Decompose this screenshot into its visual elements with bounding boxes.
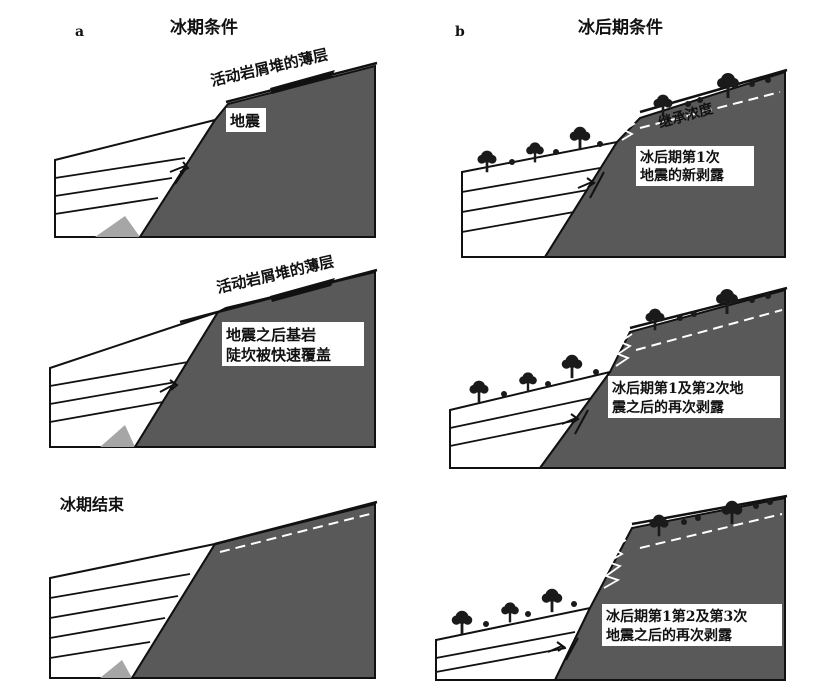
shrub-dots <box>501 293 771 397</box>
tree-icon <box>501 602 519 623</box>
shrub-dots <box>509 77 771 165</box>
panel-b2-box-line1: 冰后期第1及第2次地 <box>612 380 743 397</box>
label-box <box>602 604 782 646</box>
bedrock-block <box>130 502 376 679</box>
shrub-dots <box>483 499 773 627</box>
panel-b3-box-line1: 冰后期第1第2及第3次 <box>606 608 747 625</box>
label-box <box>222 322 364 366</box>
panel-b-letter: b <box>455 24 465 40</box>
panel-b1-block: 继承浓度 冰后期第1次 地震的新剥露 <box>461 68 788 258</box>
fault-slip-arrow <box>169 161 190 173</box>
panel-a2-box-line2: 陡坎被快速覆盖 <box>226 346 331 364</box>
panel-b3-box-line2: 地震之后的再次剥露 <box>606 627 733 644</box>
movement-arrow <box>270 278 335 302</box>
panel-a3-block: 冰期结束 <box>49 495 378 679</box>
panel-a3-heading: 冰期结束 <box>60 495 125 514</box>
movement-arrow <box>270 70 335 94</box>
panel-a1-block: 活动岩屑堆的薄层 地震 <box>54 45 378 238</box>
label-box <box>608 376 780 418</box>
dashed-line <box>639 91 781 129</box>
dashed-line <box>635 309 783 351</box>
dashed-line <box>219 513 371 553</box>
label-box <box>636 146 754 186</box>
tree-icon <box>469 380 489 403</box>
panel-b-title: 冰后期条件 <box>578 17 663 38</box>
panel-a1-box-text: 地震 <box>230 112 261 130</box>
panel-b2-block: 冰后期第1及第2次地 震之后的再次剥露 <box>449 286 788 469</box>
fresh-scarp-mark <box>621 119 636 141</box>
panel-b1-box-line1: 冰后期第1次 <box>640 149 720 166</box>
tree-icon <box>541 588 563 613</box>
fresh-scarp-mark <box>603 539 627 589</box>
panel-a-title: 冰期条件 <box>170 17 238 38</box>
debris-wedge <box>100 425 135 447</box>
panel-a-letter: a <box>75 24 84 40</box>
tree-icon <box>569 126 591 151</box>
fault-slip-arrow <box>547 641 566 653</box>
tree-icon <box>561 354 583 379</box>
panel-b2-box-line2: 震之后的再次剥露 <box>611 399 725 416</box>
dashed-line <box>639 513 783 549</box>
fault-slip-arrow <box>577 177 596 189</box>
label-box <box>226 108 266 132</box>
panel-b3-block: 冰后期第1第2及第3次 地震之后的再次剥露 <box>435 494 788 681</box>
debris-wedge <box>95 216 140 237</box>
panel-a2-box-line1: 地震之后基岩 <box>226 326 316 344</box>
debris-wedge <box>100 660 132 678</box>
bedrock-block <box>553 496 786 681</box>
fault-slip-arrow <box>159 379 179 393</box>
fault-slip-arrow <box>561 413 580 425</box>
panel-a2-block: 活动岩屑堆的薄层 地震之后基岩 陡坎被快速覆盖 <box>49 252 378 448</box>
fresh-scarp-mark <box>615 333 633 367</box>
panel-b1-box-line2: 地震的新剥露 <box>640 167 725 184</box>
tree-icon <box>451 610 473 635</box>
